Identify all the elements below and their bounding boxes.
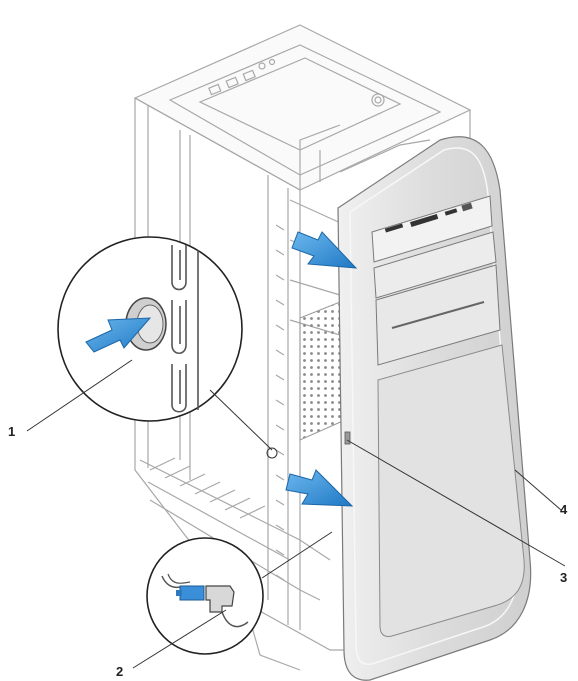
arrow-right-icon — [85, 317, 152, 353]
callout-1: 1 — [8, 424, 15, 439]
computer-chassis — [133, 24, 472, 671]
inset-release-button — [57, 236, 243, 422]
inset-cable-connector — [146, 537, 264, 655]
callout-3: 3 — [560, 570, 567, 585]
arrow-diagonal-icon — [285, 469, 354, 507]
bezel-tab — [344, 431, 351, 445]
callout-2: 2 — [116, 664, 123, 679]
arrow-diagonal-icon — [291, 231, 358, 269]
connector-icon — [176, 585, 205, 601]
callout-4: 4 — [560, 502, 568, 517]
leader-lines — [26, 359, 566, 669]
vent-grille — [299, 299, 346, 441]
connector-icon — [205, 585, 235, 613]
front-bezel — [337, 136, 532, 681]
